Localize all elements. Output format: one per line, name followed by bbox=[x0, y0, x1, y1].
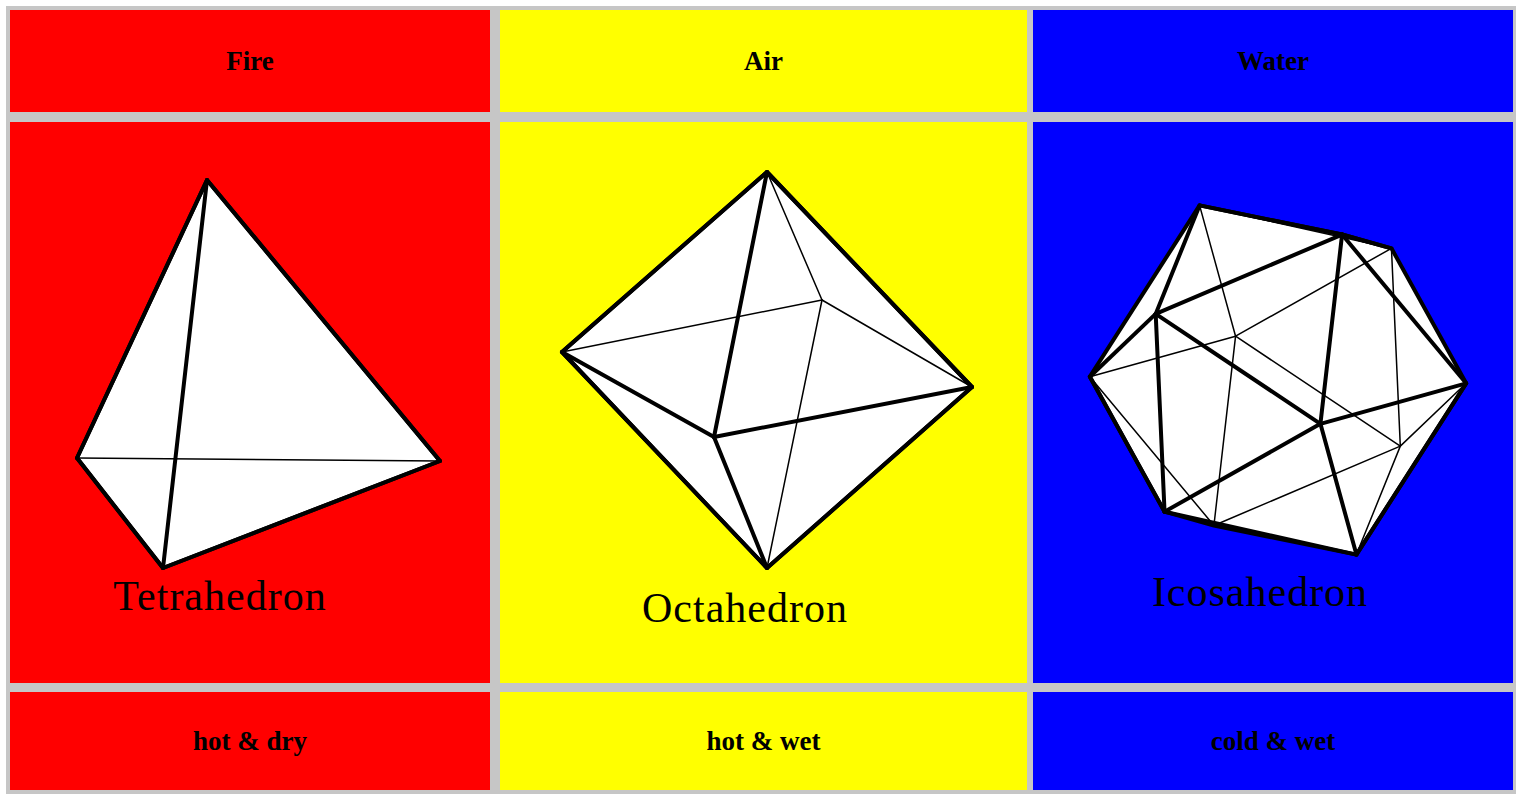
solid-name: Icosahedron bbox=[1152, 568, 1368, 616]
solid-edge bbox=[1200, 205, 1236, 336]
solid-edge bbox=[1342, 235, 1466, 384]
solid-edge bbox=[1391, 248, 1466, 383]
solid-edge bbox=[822, 300, 972, 387]
solid-edge bbox=[1200, 205, 1343, 234]
solid-edge bbox=[1156, 314, 1165, 512]
solid-edge bbox=[1236, 336, 1401, 446]
solid-edge bbox=[1165, 512, 1357, 555]
element-header: Water bbox=[1033, 10, 1513, 112]
element-name: Fire bbox=[226, 46, 273, 77]
solid-name: Tetrahedron bbox=[113, 572, 326, 620]
solid-edge bbox=[1156, 314, 1321, 424]
solid-edge bbox=[714, 387, 972, 437]
solid-edge bbox=[163, 461, 440, 568]
solid-edge bbox=[562, 352, 767, 568]
solid-edge bbox=[77, 180, 207, 458]
solid-edge bbox=[1200, 205, 1392, 248]
solid-edge bbox=[1090, 377, 1214, 526]
solid-face bbox=[77, 180, 440, 568]
solid-edge bbox=[1090, 205, 1200, 376]
quality-cell: hot & dry bbox=[10, 692, 490, 790]
solid-edge bbox=[767, 172, 822, 300]
solid-edge bbox=[77, 458, 440, 461]
solid-edge bbox=[767, 172, 972, 387]
quality-cell: cold & wet bbox=[1033, 692, 1513, 790]
solid-face bbox=[1090, 205, 1466, 554]
solid-edge bbox=[1391, 248, 1400, 446]
element-name: Air bbox=[744, 46, 783, 77]
solid-edge bbox=[1156, 235, 1342, 314]
solid-edge bbox=[562, 352, 714, 437]
element-name: Water bbox=[1237, 46, 1309, 77]
quality-text: cold & wet bbox=[1211, 726, 1335, 757]
solid-cell: Icosahedron bbox=[1033, 122, 1513, 683]
solid-face bbox=[562, 172, 972, 568]
quality-text: hot & wet bbox=[707, 726, 821, 757]
solid-edge bbox=[1090, 314, 1156, 377]
solid-edge bbox=[1356, 383, 1466, 554]
solid-edge bbox=[1236, 248, 1392, 336]
solid-cell: Octahedron bbox=[500, 122, 1027, 683]
solid-edge bbox=[77, 458, 163, 568]
solid-cell: Tetrahedron bbox=[10, 122, 490, 683]
solid-name: Octahedron bbox=[642, 584, 848, 632]
solid-edge bbox=[1320, 424, 1356, 555]
solid-edge bbox=[1320, 235, 1342, 424]
quality-cell: hot & wet bbox=[500, 692, 1027, 790]
solid-edge bbox=[1090, 377, 1165, 512]
element-header: Air bbox=[500, 10, 1027, 112]
solid-edge bbox=[207, 180, 440, 461]
solid-edge bbox=[767, 387, 972, 568]
solid-edge bbox=[714, 437, 767, 568]
quality-text: hot & dry bbox=[193, 726, 307, 757]
element-header: Fire bbox=[10, 10, 490, 112]
solid-edge bbox=[163, 180, 207, 568]
solid-edge bbox=[1356, 446, 1400, 554]
solid-edge bbox=[562, 300, 822, 352]
solid-edge bbox=[1165, 424, 1321, 512]
solid-edge bbox=[714, 172, 767, 437]
